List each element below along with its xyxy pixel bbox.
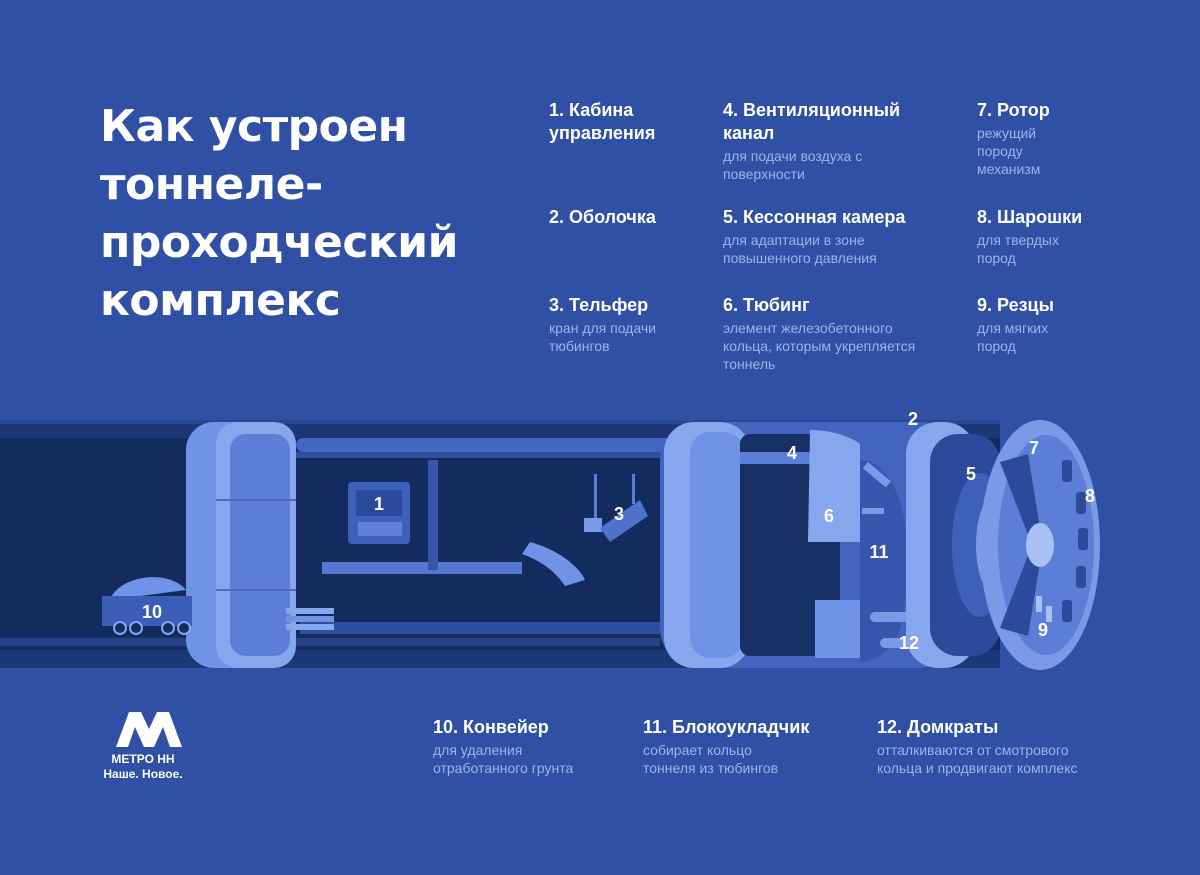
hoist-arm — [600, 500, 648, 542]
title-line: проходческий — [100, 217, 458, 268]
legend-item-description: режущий породу механизм — [977, 125, 1041, 177]
legend-item-cabin: 1. Кабина управления — [549, 99, 709, 145]
conveyor-cart — [102, 596, 192, 626]
cabin-platform — [322, 562, 522, 574]
legend-item-title: 10. Конвейер — [433, 717, 549, 737]
hoist-cable — [632, 474, 635, 504]
erector-arm — [862, 462, 891, 488]
legend-item-title: 8. Шарошки — [977, 207, 1083, 227]
legend-item-cutters: 9. Резцы для мягких пород — [977, 294, 1107, 355]
legend-item-description: кран для подачи тюбингов — [549, 320, 656, 354]
logo-slogan: Наше. Новое. — [103, 767, 183, 781]
roller-cutter — [1076, 492, 1086, 514]
ventilation-pipe-rear — [296, 438, 676, 452]
diagram-label-2: 2 — [908, 409, 918, 429]
title-line: тоннеле- — [100, 159, 323, 210]
ventilation-pipe-rear-shade — [296, 452, 676, 458]
hoist-cable — [594, 474, 597, 520]
metro-logo-icon — [116, 712, 182, 747]
tunnel-top-edge — [0, 420, 1000, 424]
conveyor-rail — [0, 638, 660, 646]
tubing-segment — [808, 430, 860, 542]
erector-arm — [862, 508, 884, 514]
legend-item-title: 12. Домкраты — [877, 717, 999, 737]
diagram-label-12: 12 — [899, 633, 919, 653]
conveyor-cart-load — [110, 577, 186, 600]
roller-cutter — [1062, 460, 1072, 482]
tunnel-boring-machine-diagram: 1 2 3 4 5 6 7 8 9 10 11 12 — [0, 409, 1100, 670]
rotor-hub — [1026, 523, 1054, 567]
cabin-screen — [356, 490, 402, 516]
roller-cutter — [1076, 566, 1086, 588]
legend-item-description: для удаления отработанного грунта — [433, 742, 574, 776]
cabin-keys — [358, 522, 402, 536]
legend-item-hoist: 3. Тельфер кран для подачи тюбингов — [549, 294, 689, 355]
segment-stack — [286, 624, 334, 630]
diagram-label-3: 3 — [614, 504, 624, 524]
logo-text: МЕТРО НН Наше. Новое. — [97, 752, 189, 782]
rear-ring-inner — [230, 434, 290, 656]
legend-item-erector: 11. Блокоукладчик собирает кольцо тоннел… — [643, 716, 833, 777]
title-line: комплекс — [100, 275, 341, 326]
legend-item-title: 1. Кабина управления — [549, 100, 656, 143]
hoist-segment — [522, 542, 585, 586]
cutter-tooth — [1036, 596, 1042, 612]
legend-item-title: 6. Тюбинг — [723, 295, 810, 315]
cart-wheel — [113, 621, 127, 635]
legend-item-title: 7. Ротор — [977, 100, 1050, 120]
legend-item-ventilation: 4. Вентиляционный канал для подачи возду… — [723, 99, 923, 183]
legend-item-jacks: 12. Домкраты отталкиваются от смотрового… — [877, 716, 1117, 777]
legend-item-description: для мягких пород — [977, 320, 1049, 354]
title-line: Как устроен — [100, 101, 408, 152]
legend-item-description: для адаптации в зоне повышенного давлени… — [723, 232, 877, 266]
legend-item-description: для подачи воздуха с поверхности — [723, 148, 863, 182]
legend-item-description: отталкиваются от смотрового кольца и про… — [877, 742, 1078, 776]
diagram-label-11: 11 — [869, 542, 888, 562]
diagram-label-6: 6 — [824, 506, 834, 526]
segment-stack — [286, 616, 334, 622]
diagram-label-1: 1 — [374, 494, 384, 514]
legend-item-caisson: 5. Кессонная камера для адаптации в зоне… — [723, 206, 933, 267]
cart-wheel — [177, 621, 191, 635]
roller-cutter — [1062, 600, 1072, 622]
legend-item-title: 5. Кессонная камера — [723, 207, 906, 227]
legend-item-title: 11. Блокоукладчик — [643, 717, 810, 737]
tubing-segment-lower — [815, 600, 860, 658]
page-title: Как устроен тоннеле- проходческий компле… — [100, 98, 458, 330]
conveyor-rail-light — [300, 622, 660, 634]
shield-outer-ring-inner — [690, 432, 744, 658]
cart-wheel — [129, 621, 143, 635]
diagram-label-4: 4 — [787, 443, 797, 463]
diagram-label-9: 9 — [1038, 620, 1048, 640]
roller-cutter — [1078, 528, 1088, 550]
diagram-label-8: 8 — [1085, 486, 1095, 506]
legend-item-title: 4. Вентиляционный канал — [723, 100, 901, 143]
legend-item-segment: 6. Тюбинг элемент железобетонного кольца… — [723, 294, 923, 373]
rotor-spoke — [1000, 550, 1042, 636]
legend-item-title: 3. Тельфер — [549, 295, 649, 315]
logo-name: МЕТРО НН — [111, 752, 175, 766]
legend-item-description: для твердых пород — [977, 232, 1059, 266]
legend-item-rotor: 7. Ротор режущий породу механизм — [977, 99, 1107, 178]
legend-item-description: собирает кольцо тоннеля из тюбингов — [643, 742, 779, 776]
legend-item-roller-cutters: 8. Шарошки для твердых пород — [977, 206, 1107, 267]
legend-item-description: элемент железобетонного кольца, которым … — [723, 320, 916, 372]
diagram-label-10: 10 — [142, 602, 162, 622]
legend-item-shell: 2. Оболочка — [549, 206, 709, 229]
legend-item-title: 2. Оболочка — [549, 207, 656, 227]
cabin-post — [428, 460, 438, 570]
cutter-tooth — [1046, 606, 1052, 622]
hoist-hook — [584, 518, 602, 532]
diagram-label-7: 7 — [1029, 438, 1039, 458]
legend-item-title: 9. Резцы — [977, 295, 1054, 315]
diagram-label-5: 5 — [966, 464, 976, 484]
cart-wheel — [161, 621, 175, 635]
segment-stack — [286, 608, 334, 614]
rotor-spoke — [1000, 454, 1042, 540]
legend-item-conveyor: 10. Конвейер для удаления отработанного … — [433, 716, 603, 777]
